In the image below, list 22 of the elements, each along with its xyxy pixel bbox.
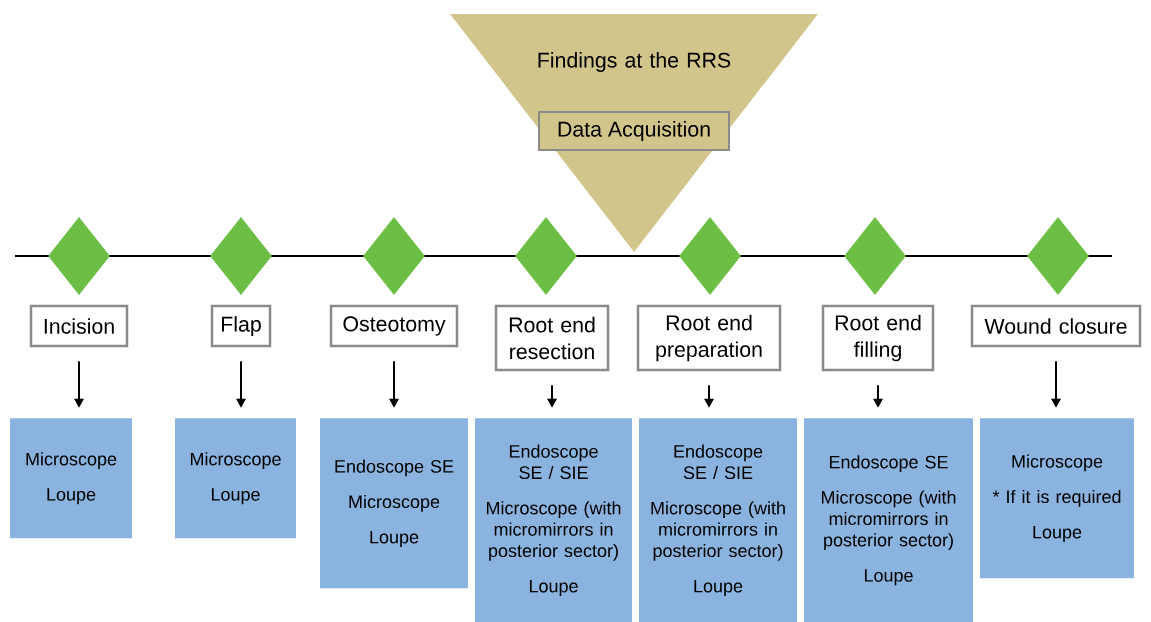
label-box: Data Acquisition (538, 111, 730, 151)
tool-box: Endoscope SE / SIE Microscope (with micromirrors in posterior sector) Loupe (475, 418, 632, 622)
tool-box: Microscope * If it is required Loupe (980, 418, 1134, 579)
tool-box: Microscope Loupe (175, 418, 296, 539)
step-box: Wound closure (970, 304, 1142, 348)
milestone-diamond (363, 217, 425, 295)
milestone-diamond (210, 217, 272, 295)
milestone-diamond (48, 217, 110, 295)
tool-box: Endoscope SE Microscope Loupe (320, 418, 468, 589)
milestone-diamond (844, 217, 906, 295)
step-box: Root end filling (821, 304, 935, 372)
tool-box: Endoscope SE Microscope (with micromirrors in posterior sector) Loupe (804, 418, 973, 622)
milestone-diamond (679, 217, 741, 295)
step-box: Incision (29, 304, 129, 348)
tool-box: Endoscope SE / SIE Microscope (with micromirrors in posterior sector) Loupe (639, 418, 797, 622)
step-box: Flap (210, 304, 272, 348)
step-box: Root end resection (494, 304, 610, 372)
step-box: Root end preparation (636, 304, 782, 372)
step-box: Osteotomy (329, 304, 459, 348)
milestone-diamond (515, 217, 577, 295)
milestone-diamond (1027, 217, 1089, 295)
tool-box: Microscope Loupe (10, 418, 132, 539)
